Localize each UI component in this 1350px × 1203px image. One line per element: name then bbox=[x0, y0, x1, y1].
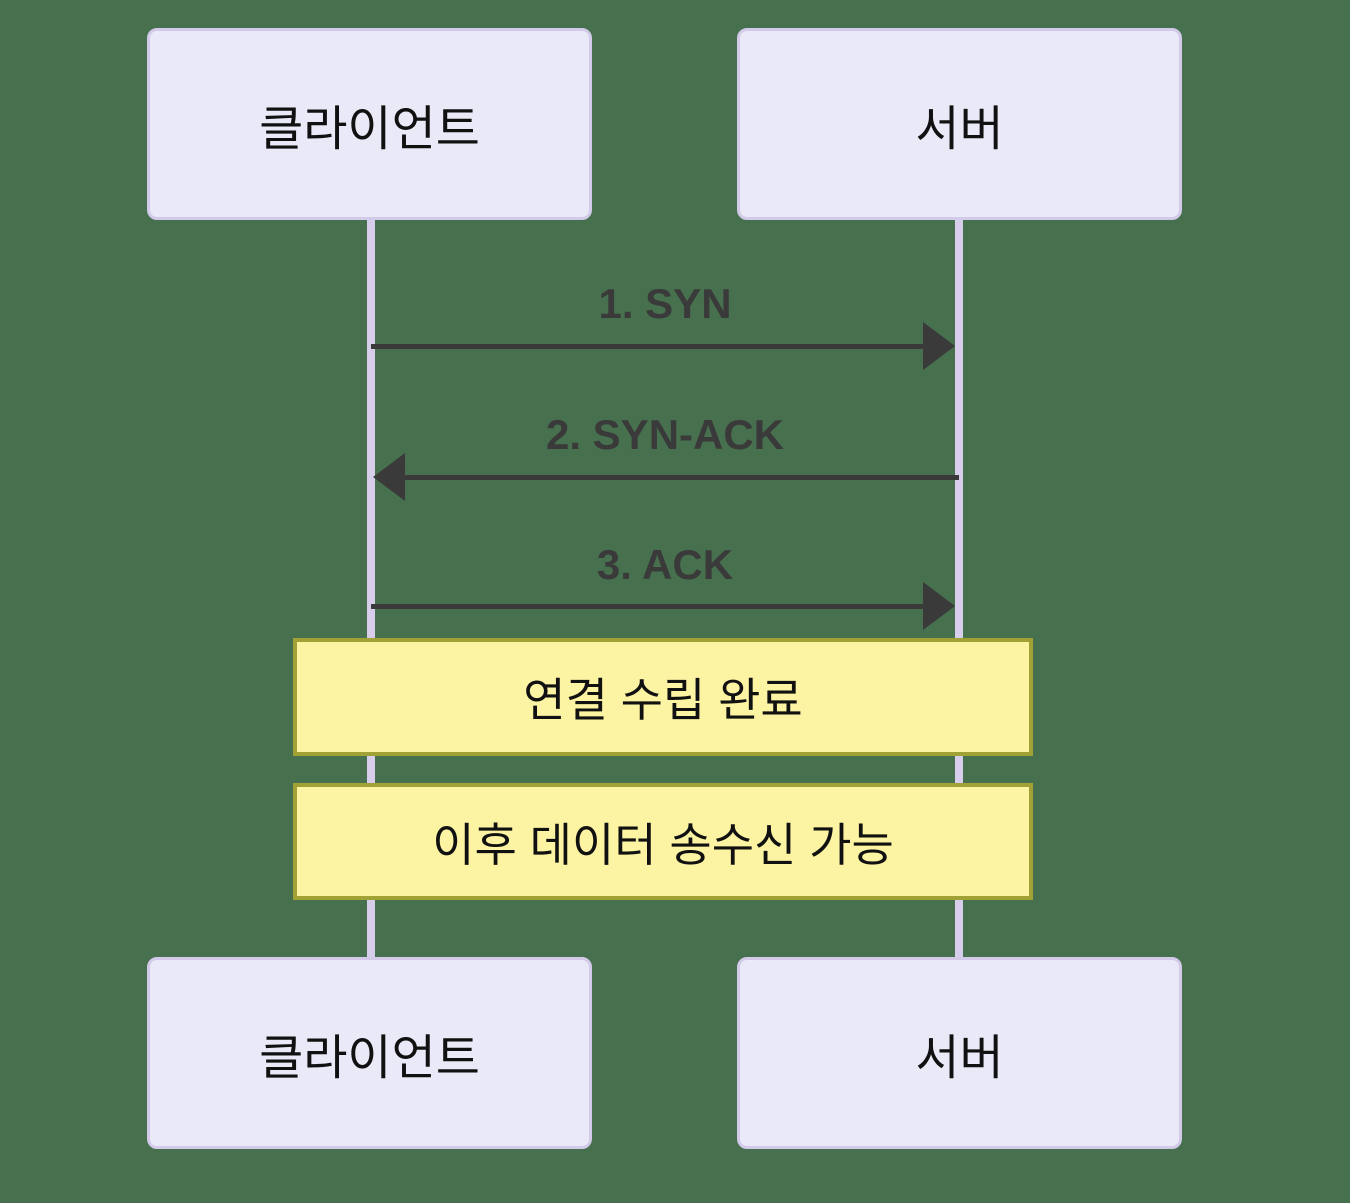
lifeline-server bbox=[955, 220, 963, 957]
message-arrow-line bbox=[405, 475, 959, 480]
actor-client-bottom: 클라이언트 bbox=[147, 957, 592, 1149]
message-label-syn: 1. SYN bbox=[598, 280, 732, 327]
note-connection-established: 연결 수립 완료 bbox=[293, 638, 1033, 756]
actor-label: 서버 bbox=[915, 1032, 1004, 1085]
message-arrow-line bbox=[371, 344, 923, 349]
actor-label: 서버 bbox=[915, 103, 1004, 156]
note-data-transfer-possible: 이후 데이터 송수신 가능 bbox=[293, 783, 1033, 900]
actor-label: 클라이언트 bbox=[259, 1032, 480, 1085]
message-label-syn-ack: 2. SYN-ACK bbox=[545, 411, 785, 458]
actor-server-top: 서버 bbox=[737, 28, 1182, 220]
message-label-ack: 3. ACK bbox=[596, 541, 734, 588]
arrowhead-right-icon bbox=[923, 582, 955, 630]
arrowhead-right-icon bbox=[923, 322, 955, 370]
actor-client-top: 클라이언트 bbox=[147, 28, 592, 220]
arrowhead-left-icon bbox=[373, 453, 405, 501]
lifeline-client bbox=[367, 220, 375, 957]
actor-server-bottom: 서버 bbox=[737, 957, 1182, 1149]
note-label: 연결 수립 완료 bbox=[523, 674, 803, 726]
message-arrow-line bbox=[371, 604, 923, 609]
note-label: 이후 데이터 송수신 가능 bbox=[432, 818, 894, 871]
actor-label: 클라이언트 bbox=[259, 103, 480, 156]
